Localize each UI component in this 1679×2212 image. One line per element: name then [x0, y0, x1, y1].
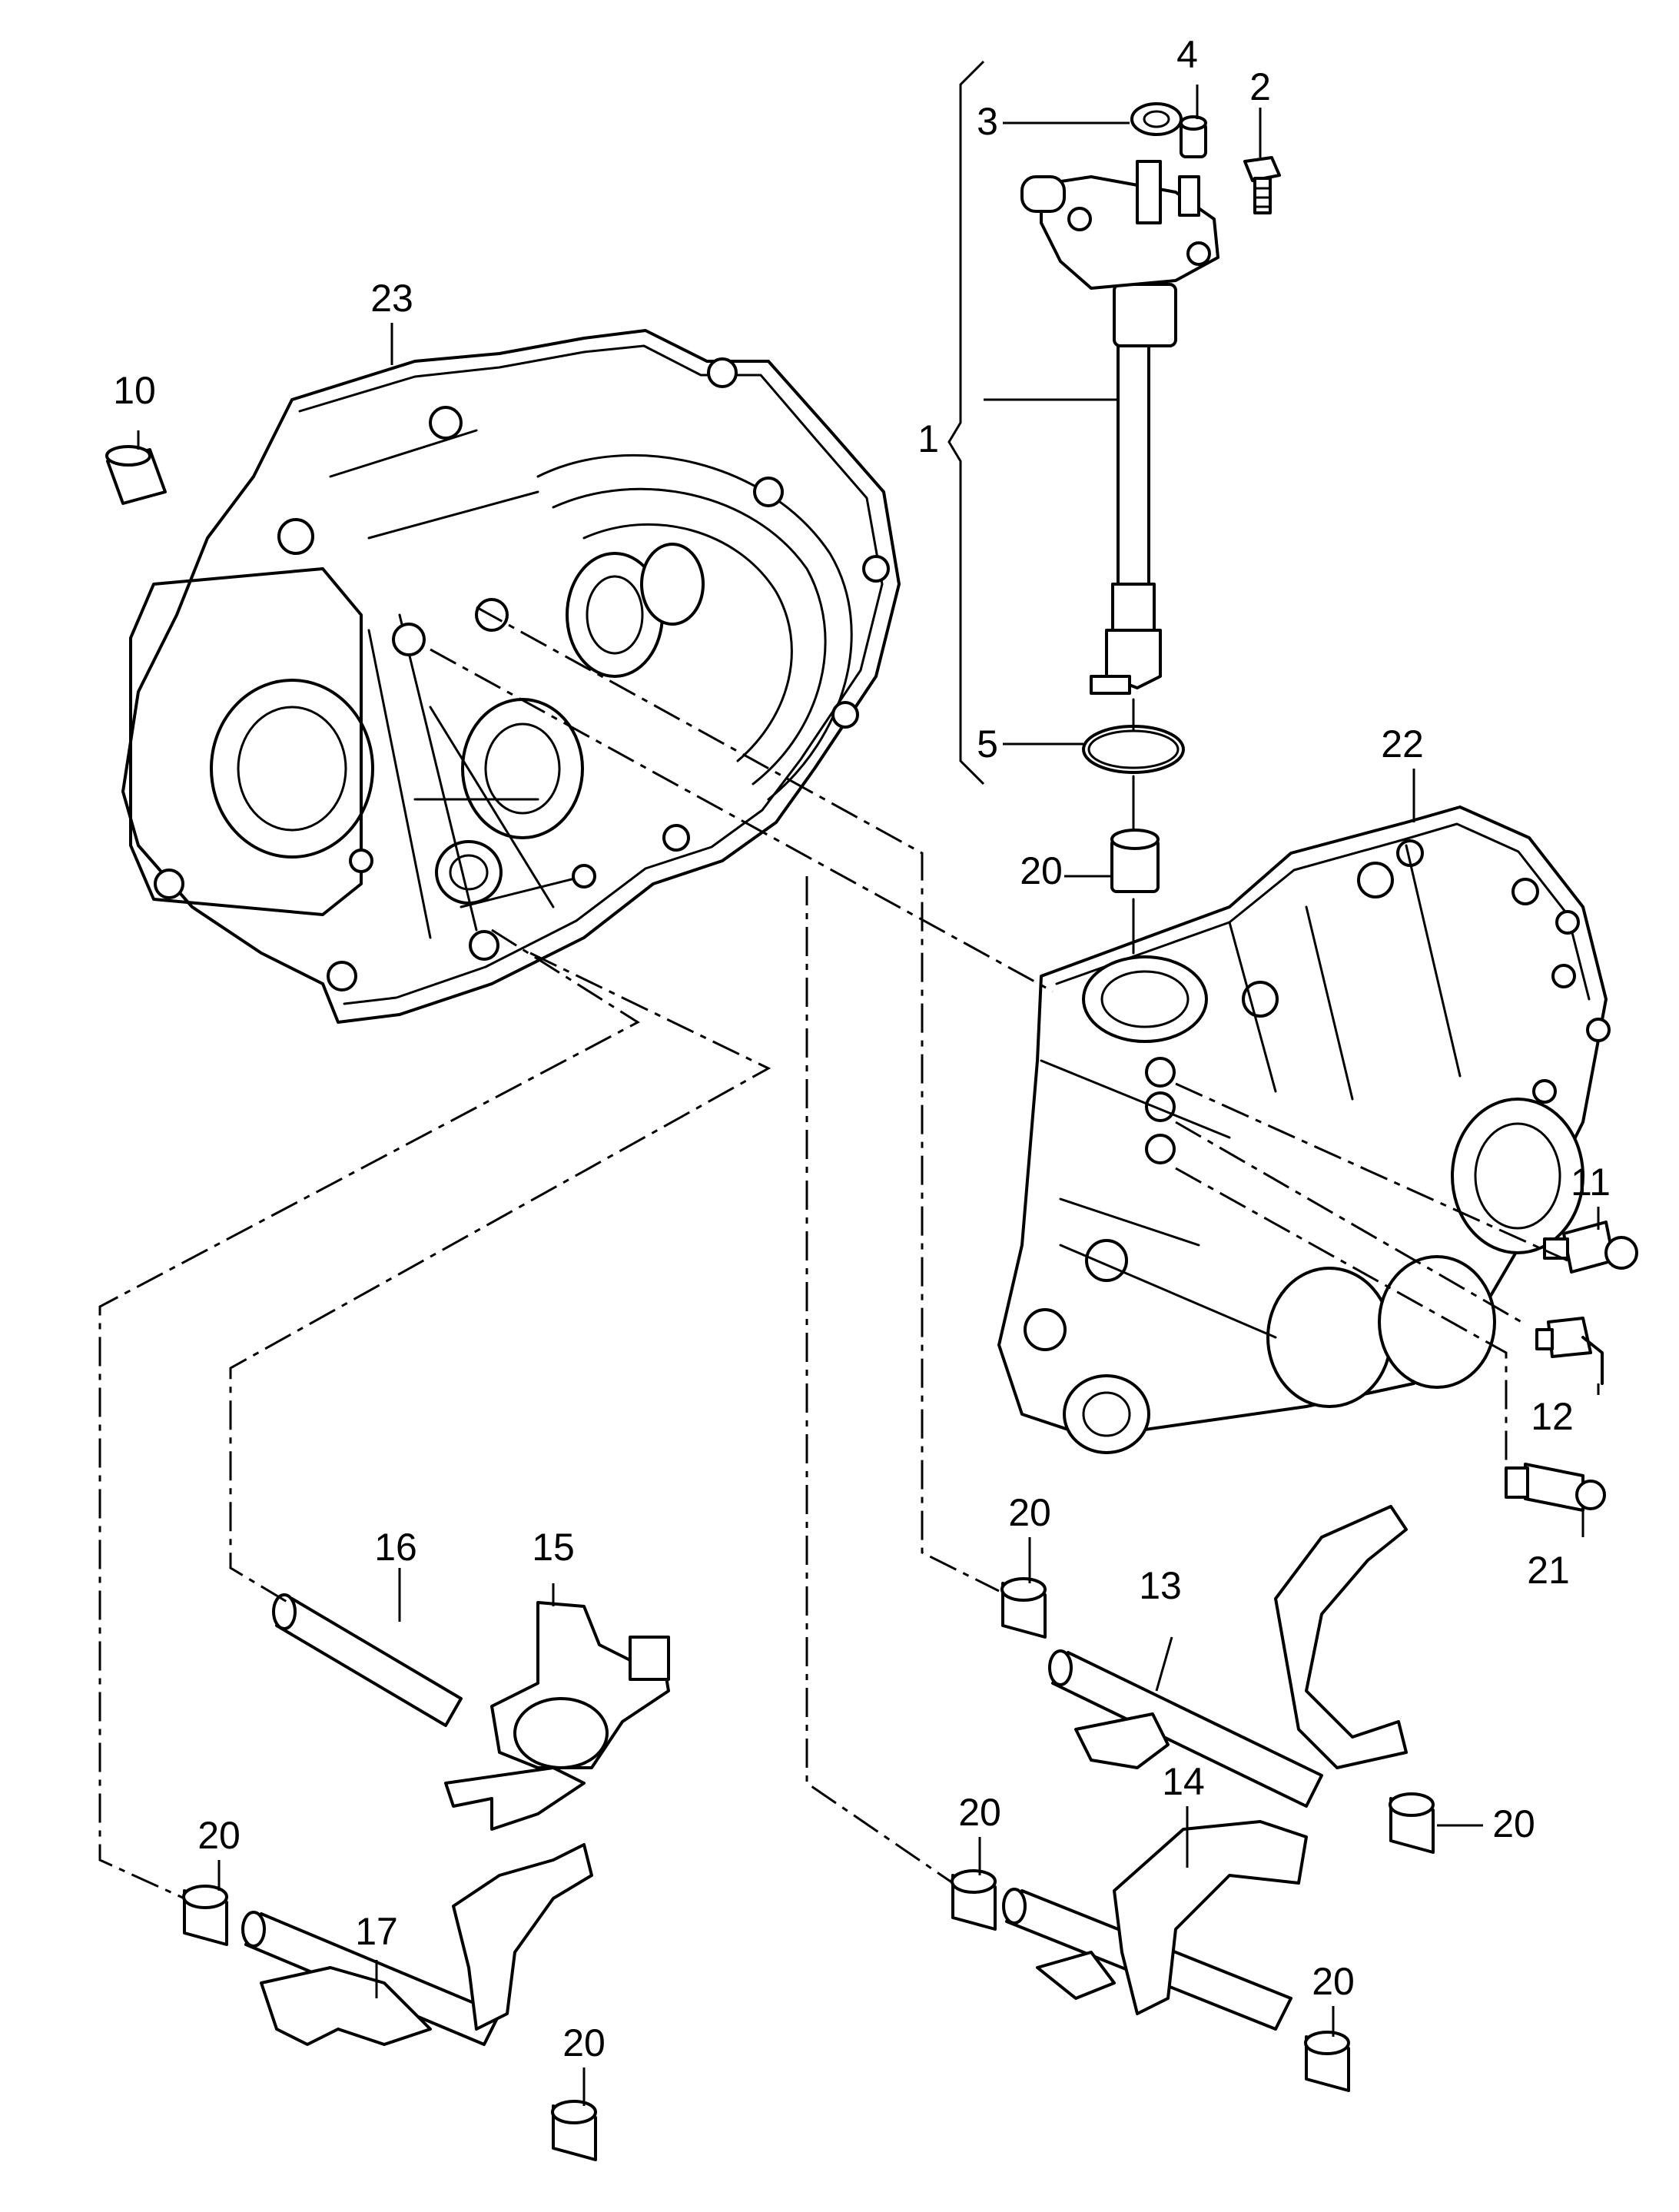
callout-1: 1 — [917, 417, 939, 460]
callout-11: 11 — [1571, 1161, 1611, 1204]
switch-21 — [1505, 1463, 1606, 1512]
assembly-line-5 — [805, 876, 954, 1885]
bush-upper — [1110, 829, 1160, 893]
callout-21: 21 — [1527, 1549, 1570, 1592]
callout-20-g: 20 — [562, 2021, 606, 2064]
bush-20-d — [951, 1869, 997, 1931]
callout-20-b: 20 — [1008, 1491, 1051, 1534]
selector-rod-13 — [1048, 1505, 1408, 1808]
callout-17: 17 — [355, 1910, 398, 1953]
assembly-line-4 — [229, 952, 771, 1604]
callout-20-f: 20 — [197, 1814, 241, 1857]
callout-2: 2 — [1249, 65, 1271, 108]
assembly-line-7 — [1175, 1121, 1522, 1324]
callout-20-c: 20 — [1492, 1802, 1535, 1845]
assembly-line-6 — [1175, 1082, 1568, 1262]
plug-10 — [105, 445, 167, 505]
gearbox-housing-right — [997, 805, 1611, 1454]
o-ring — [1082, 725, 1185, 774]
selector-rod-16 — [272, 1593, 463, 1727]
callout-15: 15 — [532, 1526, 575, 1569]
bush-20-b — [1000, 1577, 1047, 1639]
selector-fork-15 — [444, 1601, 670, 1831]
callout-20-a: 20 — [1020, 849, 1063, 892]
callout-20-d: 20 — [958, 1791, 1001, 1834]
bush-20-e — [1304, 2031, 1350, 2092]
oil-seal — [1130, 102, 1183, 136]
gearbox-housing-left — [121, 329, 901, 1024]
callout-13: 13 — [1139, 1564, 1182, 1607]
assembly-line-8 — [1175, 1167, 1508, 1483]
hex-bolt — [1243, 156, 1281, 214]
switch-11 — [1543, 1221, 1638, 1274]
callout-12: 12 — [1531, 1395, 1574, 1438]
callout-4: 4 — [1176, 33, 1198, 76]
callout-3: 3 — [977, 100, 998, 143]
callout-22: 22 — [1381, 722, 1424, 766]
assembly-line-2 — [476, 606, 1000, 1593]
callout-5: 5 — [977, 722, 998, 766]
bush-20-g — [551, 2100, 597, 2161]
assembly-line-3 — [98, 928, 640, 1900]
bush-20-f — [182, 1885, 228, 1946]
callout-20-e: 20 — [1312, 1960, 1355, 2003]
callout-10: 10 — [113, 369, 156, 412]
selector-rod-14 — [1002, 1820, 1308, 2031]
selector-shaft-assembly — [1020, 160, 1219, 695]
callouts: 1 2 3 4 5 10 11 12 13 14 15 16 17 20 20 … — [113, 33, 1611, 2064]
callout-14: 14 — [1162, 1760, 1205, 1803]
assembly-line-1 — [430, 648, 1054, 993]
selector-rod-17 — [241, 1843, 593, 2046]
sleeve — [1180, 115, 1207, 158]
bush-20-c — [1389, 1792, 1435, 1854]
callout-16: 16 — [374, 1526, 417, 1569]
callout-23: 23 — [370, 277, 413, 320]
sensor-12 — [1535, 1317, 1604, 1385]
